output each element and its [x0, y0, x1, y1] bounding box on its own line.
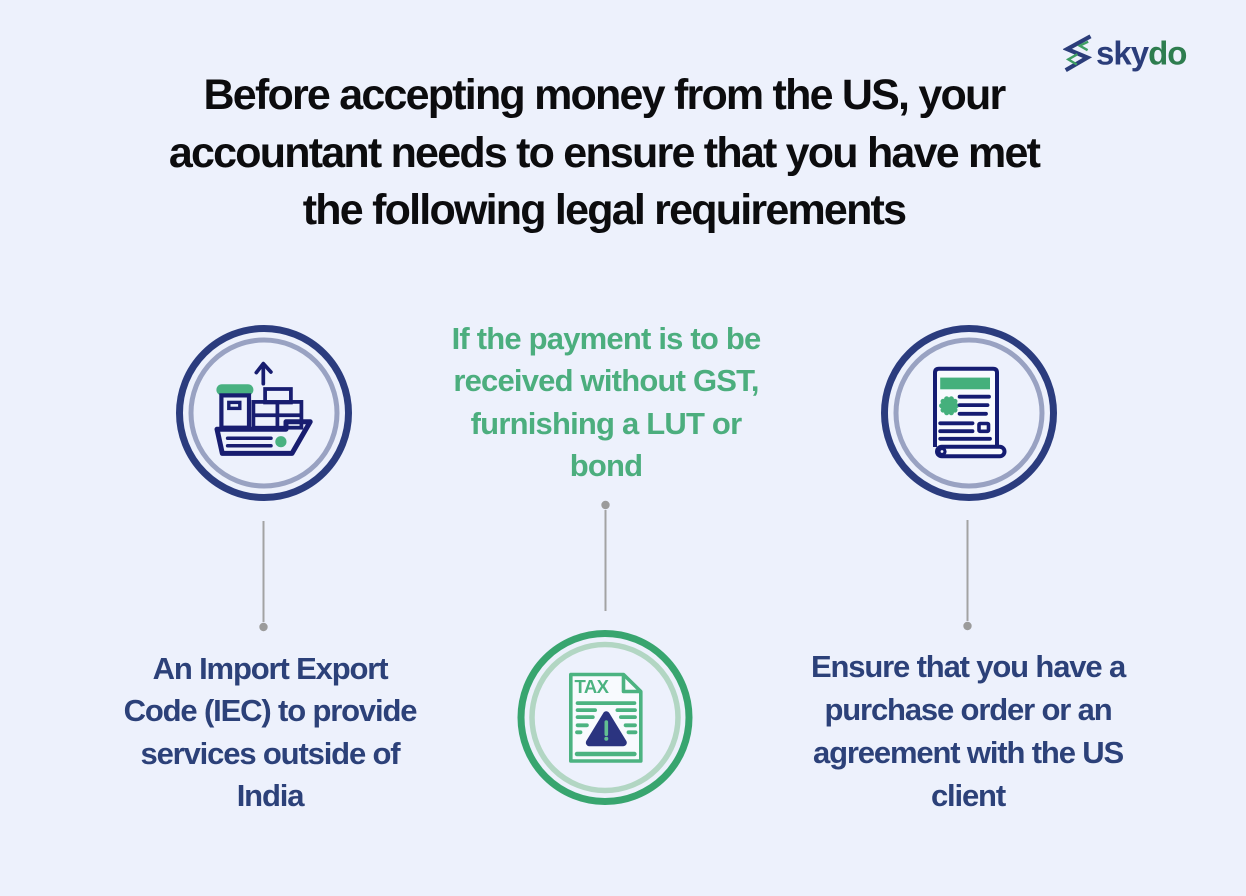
svg-text:skydo: skydo	[1096, 35, 1186, 72]
svg-text:TAX: TAX	[575, 676, 610, 697]
